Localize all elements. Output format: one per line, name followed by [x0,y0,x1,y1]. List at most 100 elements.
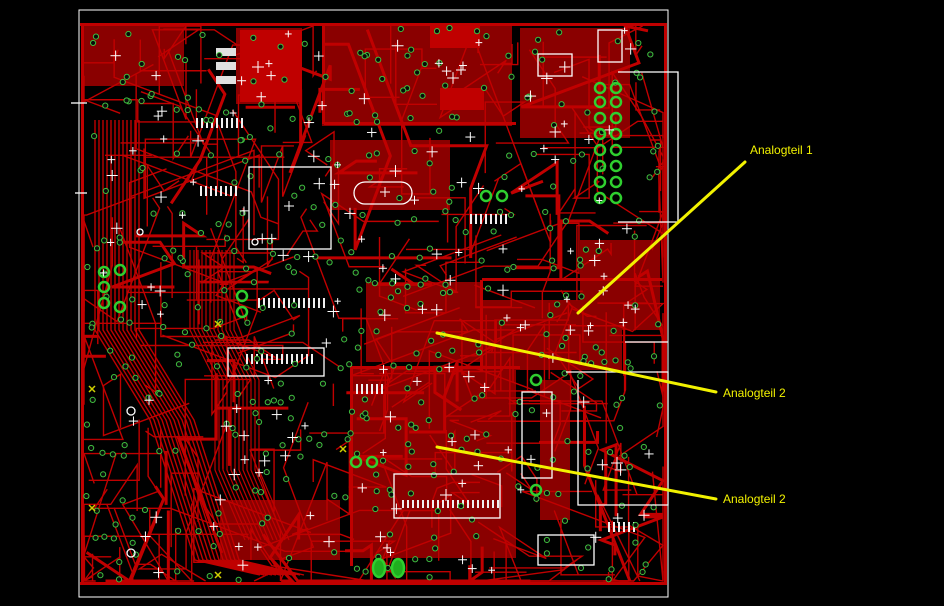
through-hole-pad [609,159,623,173]
copper-trace [143,156,285,215]
via [358,327,365,335]
via [92,534,99,541]
via [388,491,395,498]
copper-trace [576,224,647,301]
smd-pad [505,214,507,224]
via [83,421,91,428]
copper-trace [459,365,570,399]
copper-trace [83,63,154,104]
copper-trace [539,430,600,444]
via [301,40,308,47]
smd-pad [437,500,439,508]
via [173,150,181,157]
via [277,399,284,406]
smd-pad [268,298,270,308]
via [375,56,382,63]
via [426,245,434,252]
through-hole-pad [609,175,623,189]
via [250,279,258,286]
copper-trace [278,401,315,561]
copper-trace [140,91,214,157]
via [650,148,657,155]
via [276,151,283,158]
smd-pad [281,354,283,364]
smd-pad [296,354,298,364]
via [404,385,411,392]
copper-layer [80,23,667,585]
via [107,347,114,354]
via [88,324,95,331]
via [490,228,497,235]
via [531,48,539,55]
through-hole-pad [593,175,607,189]
through-hole-pad [593,143,607,157]
copper-trace [563,242,612,280]
via [348,249,355,256]
smd-pad [467,500,469,508]
via [174,351,181,358]
via [283,476,290,483]
via [197,229,205,237]
copper-trace [553,510,615,576]
via [139,164,146,172]
via [471,395,478,402]
via [605,576,612,583]
smd-pad [628,522,630,532]
via [550,183,557,190]
via [263,468,270,476]
via [141,506,149,514]
via [84,263,91,271]
copper-trace [250,448,275,512]
copper-trace [104,154,231,197]
via [213,363,221,370]
copper-trace [449,419,493,442]
via [362,568,369,575]
via [547,311,554,319]
smd-pad [412,500,414,508]
via [346,110,353,117]
smd-pad [311,354,313,364]
copper-trace [85,485,166,584]
through-hole-pad [609,127,623,141]
copper-trace [333,159,418,175]
via [231,179,238,186]
via [614,38,621,45]
via [215,510,222,517]
via [412,556,419,563]
smd-pad [303,298,305,308]
copper-trace [342,317,399,332]
via [257,489,265,496]
smd-pad [286,354,288,364]
via [462,229,469,236]
via [577,564,585,572]
via [235,576,242,583]
bus-trace [189,250,246,541]
bus-trace [193,250,250,541]
through-hole-pad [593,95,607,109]
bus-trace [205,250,262,541]
via [129,296,136,303]
via [417,281,424,288]
via [252,487,259,494]
via [203,325,210,332]
copper-trace [382,458,448,500]
via [150,210,157,217]
through-hole-pad [97,265,111,279]
smd-pad [263,298,265,308]
via [216,530,223,538]
via [218,332,225,340]
smd-pad [485,214,487,224]
copper-trace [463,59,507,90]
via [434,507,441,515]
copper-trace [162,270,310,379]
via [267,125,274,132]
copper-trace [603,456,665,582]
via [341,336,348,343]
copper-trace [395,42,437,106]
via [396,194,403,202]
via [342,494,349,501]
via [156,390,163,397]
via [555,490,562,498]
via [549,257,556,264]
via [359,211,366,219]
